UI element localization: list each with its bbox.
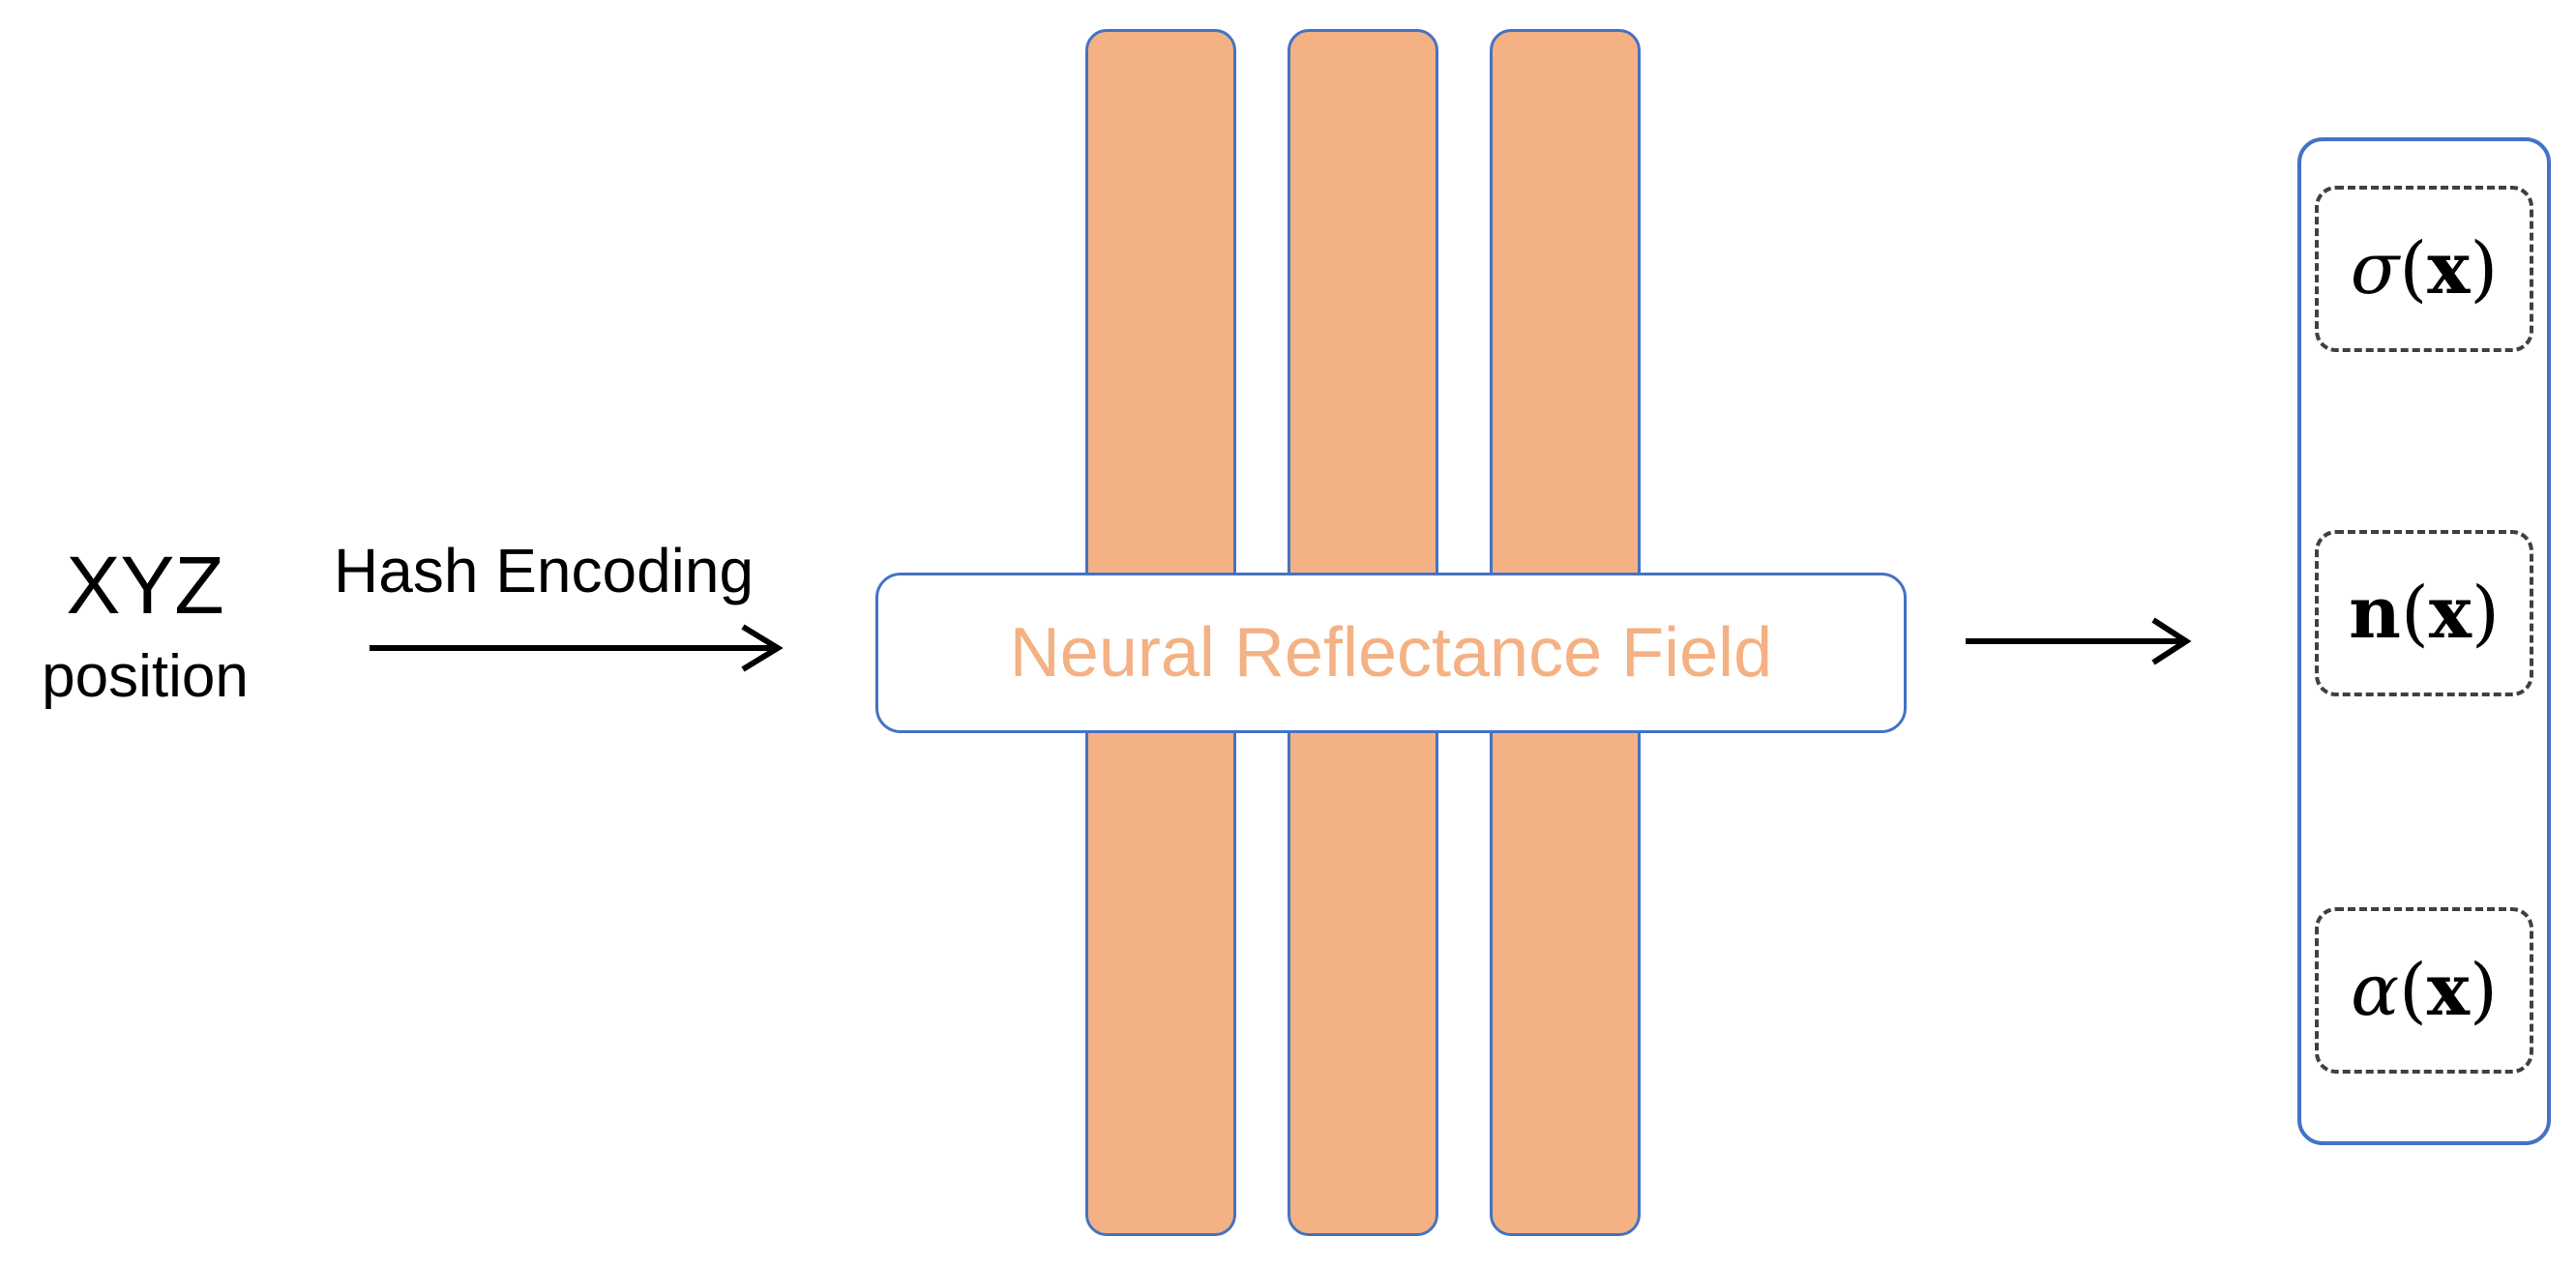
output-normal-label: n(x) [2349,572,2500,655]
close-paren: ) [2470,227,2499,310]
neural-reflectance-field-label: Neural Reflectance Field [1009,614,1773,692]
sigma-symbol: σ [2350,227,2400,310]
open-paren: ( [2399,227,2428,310]
output-normal: n(x) [2315,530,2533,696]
x-symbol: x [2427,227,2471,310]
input-position-label: position [42,643,249,710]
x-symbol: x [2426,949,2471,1032]
output-container [2297,137,2551,1145]
close-paren: ) [2470,949,2498,1032]
output-density-label: σ(x) [2351,227,2498,310]
output-albedo: α(x) [2315,907,2533,1074]
hash-encoding-label: Hash Encoding [334,536,755,605]
open-paren: ( [2400,572,2429,655]
input-xyz-label: XYZ [66,540,224,631]
close-paren: ) [2471,572,2500,655]
neural-reflectance-field-box: Neural Reflectance Field [875,573,1907,733]
encoding-arrow [370,624,784,672]
output-arrow [1966,617,2192,665]
n-symbol: n [2349,572,2401,655]
output-albedo-label: α(x) [2351,949,2498,1032]
open-paren: ( [2399,949,2427,1032]
output-density: σ(x) [2315,186,2533,352]
x-symbol: x [2428,572,2472,655]
alpha-symbol: α [2351,949,2400,1032]
